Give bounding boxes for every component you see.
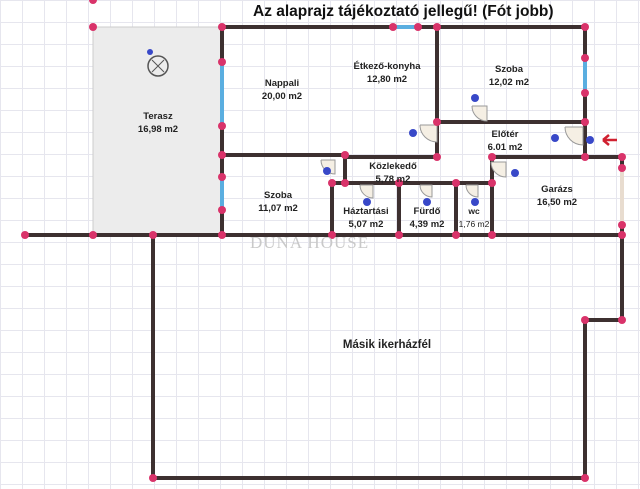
compass-icon	[147, 49, 169, 77]
wall-node	[341, 179, 349, 187]
wall-node	[488, 179, 496, 187]
wall-node	[218, 23, 226, 31]
door-swing	[465, 184, 479, 198]
door-swing	[359, 184, 374, 199]
wall-node	[218, 206, 226, 214]
page-title: Az alaprajz tájékoztató jellegű! (Fót jo…	[253, 3, 554, 20]
wall-node	[395, 179, 403, 187]
door-swing	[471, 105, 488, 122]
wall-node	[581, 153, 589, 161]
wall-node	[433, 23, 441, 31]
watermark-logo: DUNA HOUSE	[250, 233, 370, 252]
door-swing	[490, 161, 507, 178]
wall-node	[149, 231, 157, 239]
wall-node	[341, 151, 349, 159]
door-marker	[363, 198, 371, 206]
wall-node	[618, 153, 626, 161]
wall-node	[433, 153, 441, 161]
wall-node	[581, 23, 589, 31]
wall-node	[452, 179, 460, 187]
door-marker	[586, 136, 594, 144]
wall-node	[618, 221, 626, 229]
door-marker	[471, 94, 479, 102]
door-marker	[423, 198, 431, 206]
wall-node	[618, 164, 626, 172]
wall-node	[395, 231, 403, 239]
wall-node	[581, 89, 589, 97]
wall-node	[414, 23, 422, 31]
wall-node	[218, 58, 226, 66]
wall-node	[89, 231, 97, 239]
wall-node	[452, 231, 460, 239]
windows	[220, 25, 587, 210]
wall-node	[488, 231, 496, 239]
wall-node	[218, 151, 226, 159]
door-marker	[551, 134, 559, 142]
wall-node	[581, 316, 589, 324]
wall-node	[433, 118, 441, 126]
door-swing	[419, 124, 438, 143]
wall-node	[618, 231, 626, 239]
door-marker	[409, 129, 417, 137]
wall-node	[218, 173, 226, 181]
doors	[320, 94, 594, 206]
wall-node	[581, 474, 589, 482]
wall-node	[488, 153, 496, 161]
wall-node	[218, 122, 226, 130]
other-half-label: Másik ikerházfél	[342, 339, 432, 351]
wall-node	[581, 54, 589, 62]
terrace-area	[92, 26, 223, 236]
wall-nodes	[21, 0, 626, 482]
wall-node	[89, 23, 97, 31]
wall-node	[328, 179, 336, 187]
door-marker	[471, 198, 479, 206]
door-swing	[419, 184, 433, 198]
wall-node	[618, 316, 626, 324]
entrance-arrow-icon	[602, 134, 617, 146]
door-swing	[564, 126, 584, 146]
wall-node	[218, 231, 226, 239]
wall-node	[21, 231, 29, 239]
wall-node	[149, 474, 157, 482]
wall-node	[328, 231, 336, 239]
door-marker	[323, 167, 331, 175]
wall-node	[389, 23, 397, 31]
door-marker	[511, 169, 519, 177]
wall-node	[89, 0, 97, 4]
wall-node	[581, 118, 589, 126]
